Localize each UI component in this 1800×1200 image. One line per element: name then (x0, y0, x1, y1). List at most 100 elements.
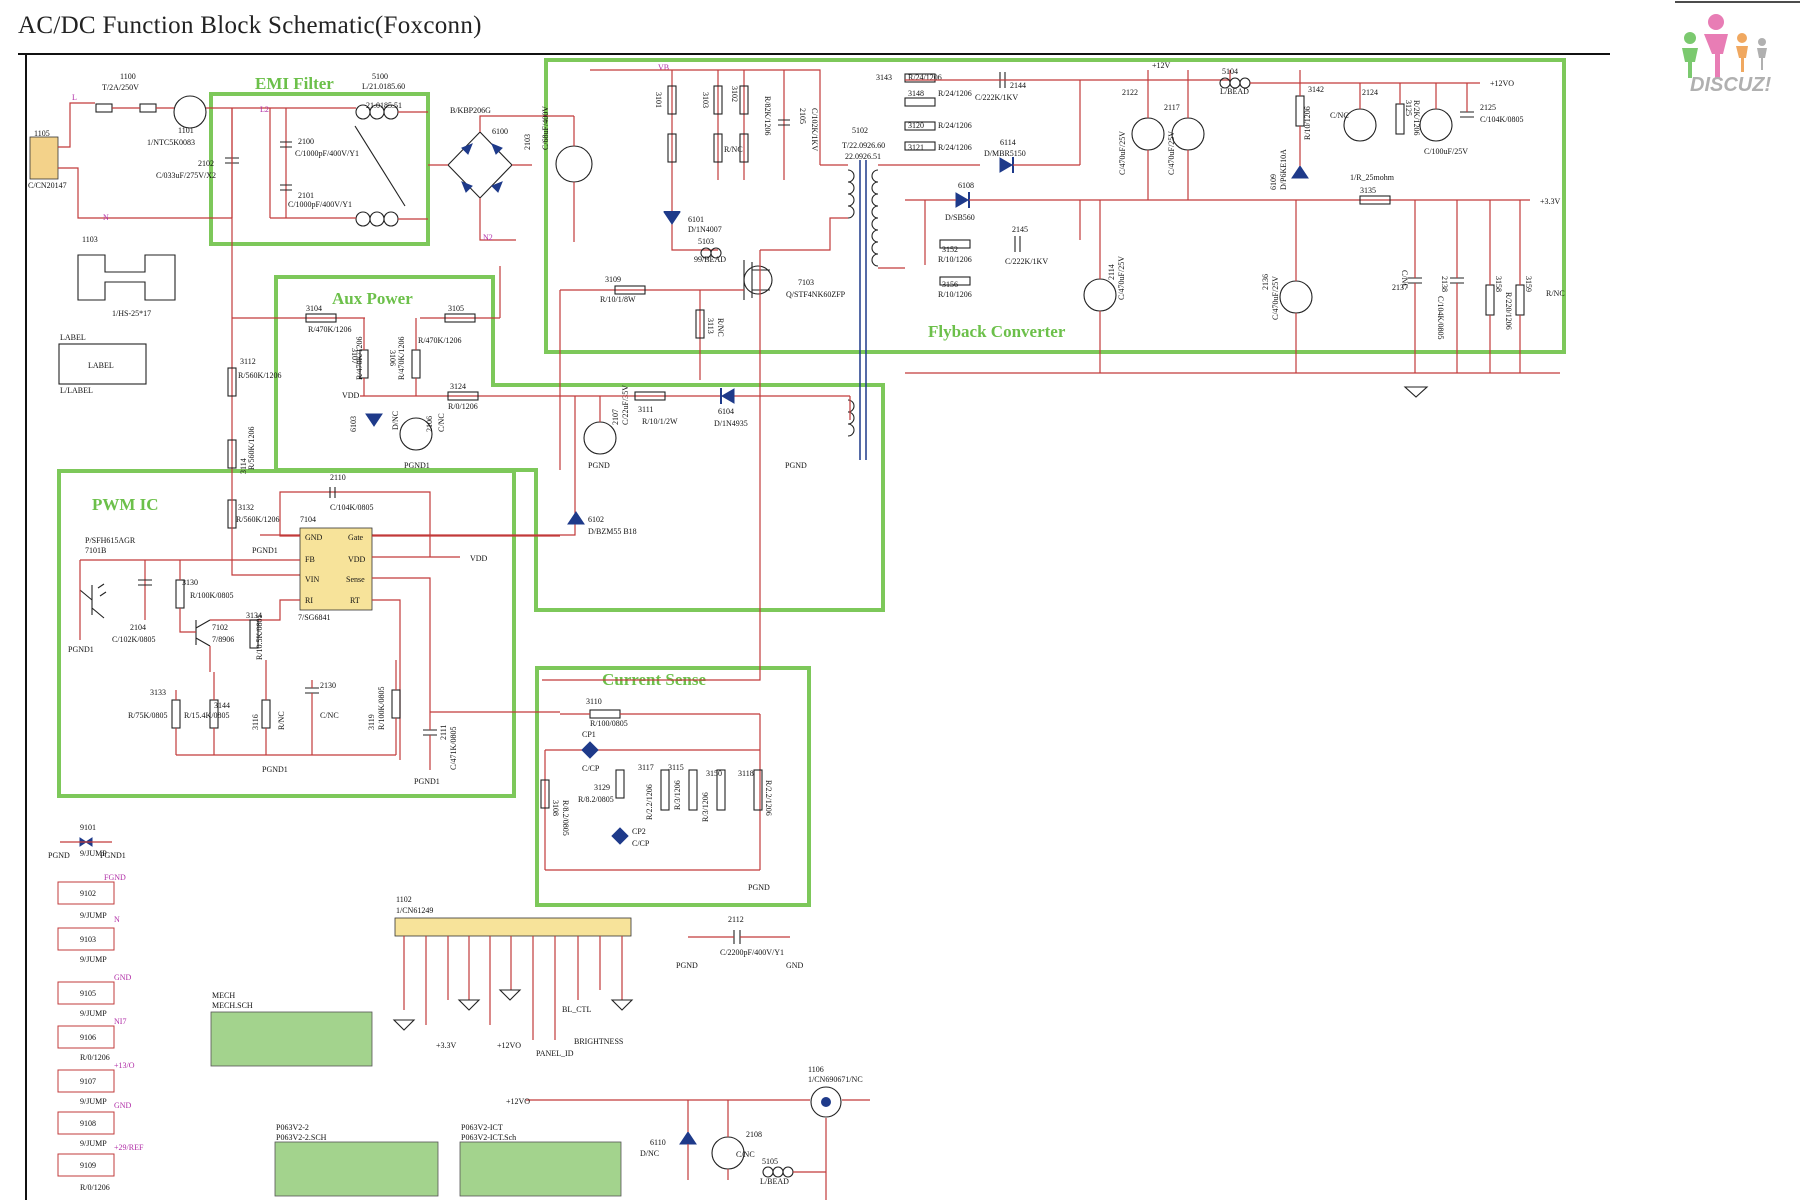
svg-text:R/0/1206: R/0/1206 (80, 1183, 110, 1192)
bridge-wires (428, 115, 574, 241)
svg-text:5104: 5104 (1222, 67, 1238, 76)
svg-text:2100: 2100 (298, 137, 314, 146)
svg-text:R/8.2/0805: R/8.2/0805 (561, 800, 570, 836)
svg-text:2105: 2105 (798, 108, 807, 124)
svg-text:R/24/1206: R/24/1206 (938, 121, 972, 130)
jumper-9106: 9106 R/0/1206 +13/O (57, 1025, 135, 1070)
svg-text:3142: 3142 (1308, 85, 1324, 94)
d6104: 6104 D/1N4935 (714, 388, 748, 428)
ic-pin-wires (279, 491, 560, 760)
rail-3v3-caps-wires (905, 200, 1560, 374)
svg-text:R/470K/1206: R/470K/1206 (308, 325, 352, 334)
svg-text:Gate: Gate (348, 533, 364, 542)
svg-text:R/560K/1206: R/560K/1206 (238, 371, 282, 380)
pgnd-aux-winding: PGND (785, 461, 807, 470)
svg-text:P063V2-2.SCH: P063V2-2.SCH (276, 1133, 327, 1142)
svg-text:PGND: PGND (588, 461, 610, 470)
pgnd1-ic: PGND1 (252, 546, 278, 555)
svg-text:R/560K/1206: R/560K/1206 (236, 515, 280, 524)
svg-text:C/CP: C/CP (582, 764, 600, 773)
svg-text:3152: 3152 (942, 245, 958, 254)
current-sense-block (535, 666, 811, 907)
svg-text:VDD: VDD (348, 555, 366, 564)
net-label-L2: L2 (260, 105, 269, 114)
svg-text:9/JUMP: 9/JUMP (80, 955, 107, 964)
svg-text:9109: 9109 (80, 1161, 96, 1170)
jumper-9101: 9101 PGND 9/JUMP PGND1 (48, 823, 126, 860)
svg-text:3144: 3144 (214, 701, 230, 710)
capacitors-12v: 2122 2117 C/470uF/25V C/470uF/25V (1118, 88, 1205, 175)
y-capacitors: 2100 C/1000pF/400V/Y1 2101 C/1000pF/400V… (280, 108, 359, 218)
pwm-controller: 7104 7/SG6841 GND FB VIN RI Gate VDD Sen… (298, 515, 373, 622)
svg-text:9107: 9107 (80, 1077, 96, 1086)
svg-text:9/JUMP: 9/JUMP (80, 849, 107, 858)
flyback-converter-label: Flyback Converter (928, 322, 1066, 341)
svg-text:3102: 3102 (730, 86, 739, 102)
svg-text:9106: 9106 (80, 1033, 96, 1042)
svg-text:3115: 3115 (668, 763, 684, 772)
svg-text:C/100uF/25V: C/100uF/25V (1424, 147, 1468, 156)
svg-text:2112: 2112 (728, 915, 744, 924)
startup-chain: 3112 R/560K/1206 3114 R/560K/1206 3132 R… (227, 357, 282, 529)
svg-text:PGND1: PGND1 (68, 645, 94, 654)
svg-text:R/2K/1206: R/2K/1206 (1412, 100, 1421, 136)
svg-text:C/NC: C/NC (1400, 270, 1409, 289)
pwm-ic-label: PWM IC (92, 495, 159, 514)
svg-text:R/2.2/1206: R/2.2/1206 (645, 784, 654, 820)
svg-text:P/SFH615AGR: P/SFH615AGR (85, 536, 136, 545)
svg-text:3132: 3132 (238, 503, 254, 512)
svg-text:R/10/1/2W: R/10/1/2W (642, 417, 678, 426)
svg-text:C/NC: C/NC (1330, 111, 1349, 120)
startup-resistors: 3104 R/470K/1206 3105 R/470K/1206 3107 R… (305, 304, 476, 380)
svg-text:+13/O: +13/O (114, 1061, 135, 1070)
c2110: 2110 C/104K/0805 (329, 473, 374, 512)
d6103: 6103 D/NC (349, 411, 400, 432)
svg-text:6110: 6110 (650, 1138, 666, 1147)
bead-5103: 5103 99/BEAD (694, 237, 726, 264)
svg-text:R/NC: R/NC (1546, 289, 1565, 298)
vdd-label-ic: VDD (470, 554, 488, 563)
svg-text:C/NC: C/NC (736, 1150, 755, 1159)
svg-text:3135: 3135 (1360, 186, 1376, 195)
svg-text:D/BZM55 B18: D/BZM55 B18 (588, 527, 637, 536)
svg-text:T/22.0926.60: T/22.0926.60 (842, 141, 885, 150)
svg-text:R/560K/1206: R/560K/1206 (247, 426, 256, 470)
svg-text:5100: 5100 (372, 72, 388, 81)
svg-text:R/10/1/8W: R/10/1/8W (600, 295, 636, 304)
choke-wires (269, 107, 428, 220)
svg-text:2117: 2117 (1164, 103, 1180, 112)
svg-text:3130: 3130 (182, 578, 198, 587)
svg-text:R/2.2/1206: R/2.2/1206 (764, 780, 773, 816)
svg-text:LABEL: LABEL (60, 333, 86, 342)
ovp-zener: 3142 R/10/1206 6109 D/P6KE10A (1269, 85, 1324, 190)
pwm-ic-block (57, 469, 516, 798)
flyback-transformer: 5102 T/22.0926.60 22.0926.51 (842, 126, 885, 460)
svg-text:N: N (114, 915, 120, 924)
svg-text:3119: 3119 (367, 714, 376, 730)
svg-text:6102: 6102 (588, 515, 604, 524)
bulk-capacitor: C/68uF/400V 2103 (523, 106, 593, 183)
svg-text:GND: GND (114, 1101, 132, 1110)
svg-text:C/104K/0805: C/104K/0805 (1480, 115, 1524, 124)
svg-text:R/10/1206: R/10/1206 (938, 290, 972, 299)
svg-text:C/22uF/35V: C/22uF/35V (621, 385, 630, 425)
jumper-9107: 9107 9/JUMP GND (57, 1069, 132, 1110)
rail-12vo-wire (1250, 70, 1480, 84)
svg-text:2138: 2138 (1440, 276, 1449, 292)
common-mode-choke: 5100 L/21.0185.60 21.0185.51 (354, 72, 406, 227)
svg-text:RI: RI (305, 596, 313, 605)
svg-text:D/1N4007: D/1N4007 (688, 225, 722, 234)
ground-symbol-3v3 (1403, 386, 1429, 398)
svg-text:6108: 6108 (958, 181, 974, 190)
svg-text:Sense: Sense (346, 575, 365, 584)
q7102-wires (179, 560, 300, 672)
sheet-mech: MECH MECH.SCH (210, 991, 373, 1067)
svg-text:3113: 3113 (706, 318, 715, 334)
svg-text:1/CN61249: 1/CN61249 (396, 906, 433, 915)
svg-text:99/BEAD: 99/BEAD (694, 255, 726, 264)
shunt-3135: 1/R_25mohm 3135 (1350, 173, 1395, 205)
svg-text:22.0926.51: 22.0926.51 (845, 152, 881, 161)
svg-text:21.0185.51: 21.0185.51 (366, 101, 402, 110)
svg-text:C/CP: C/CP (632, 839, 650, 848)
svg-text:7/8906: 7/8906 (212, 635, 234, 644)
